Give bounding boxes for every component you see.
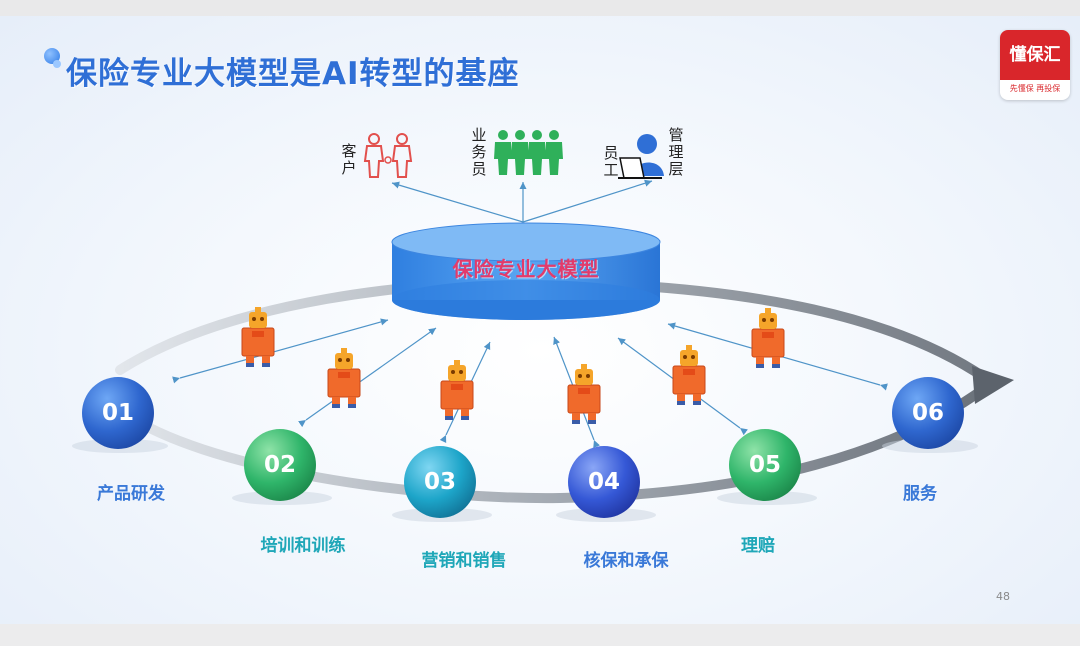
model-label: 保险专业大模型 [452,257,600,281]
role-label-agent: 业务员 [471,126,487,178]
agent-people-icon [494,130,563,175]
manager-laptop-icon [618,134,664,179]
stage-sphere-06 [882,377,978,453]
model-cylinder [391,222,661,320]
stage-label-03: 营销和销售 [421,551,507,571]
stage-sphere-01 [72,377,168,453]
stage-sphere-05 [717,429,817,505]
role-label-management: 管理层 [668,126,684,178]
role-label-customer: 客户 [341,142,357,177]
stage-number-06: 06 [911,400,944,426]
page-title: 保险专业大模型是AI转型的基座 [66,56,520,92]
stage-number-02: 02 [263,452,296,478]
stage-number-01: 01 [101,400,134,426]
robot-icon-6 [751,307,785,369]
role-label-staff: 员工 [603,144,619,179]
stage-sphere-04 [556,446,656,522]
page-number: 48 [996,590,1010,603]
top-strip [0,0,1080,16]
stage-number-04: 04 [587,469,620,495]
logo-brand-text: 懂保汇 [1000,30,1070,80]
role-links [391,179,653,223]
bottom-strip [0,624,1080,646]
customer-people-icon [364,133,412,178]
stage-number-03: 03 [423,469,456,495]
stage-label-02: 培训和训练 [260,536,346,556]
brand-logo: 懂保汇 先懂保 再投保 [1000,30,1070,100]
stage-label-05: 理赔 [741,536,775,556]
stage-label-06: 服务 [903,484,937,504]
robot-icon-5 [672,344,706,406]
logo-slogan: 先懂保 再投保 [1009,84,1061,93]
stage-label-01: 产品研发 [97,484,165,504]
robot-icon-2 [327,347,361,409]
stage-number-05: 05 [748,452,781,478]
stage-label-04: 核保和承保 [583,551,669,571]
stage-sphere-02 [232,429,332,505]
stage-sphere-03 [392,446,492,522]
title-bullet-small-icon [53,60,61,68]
